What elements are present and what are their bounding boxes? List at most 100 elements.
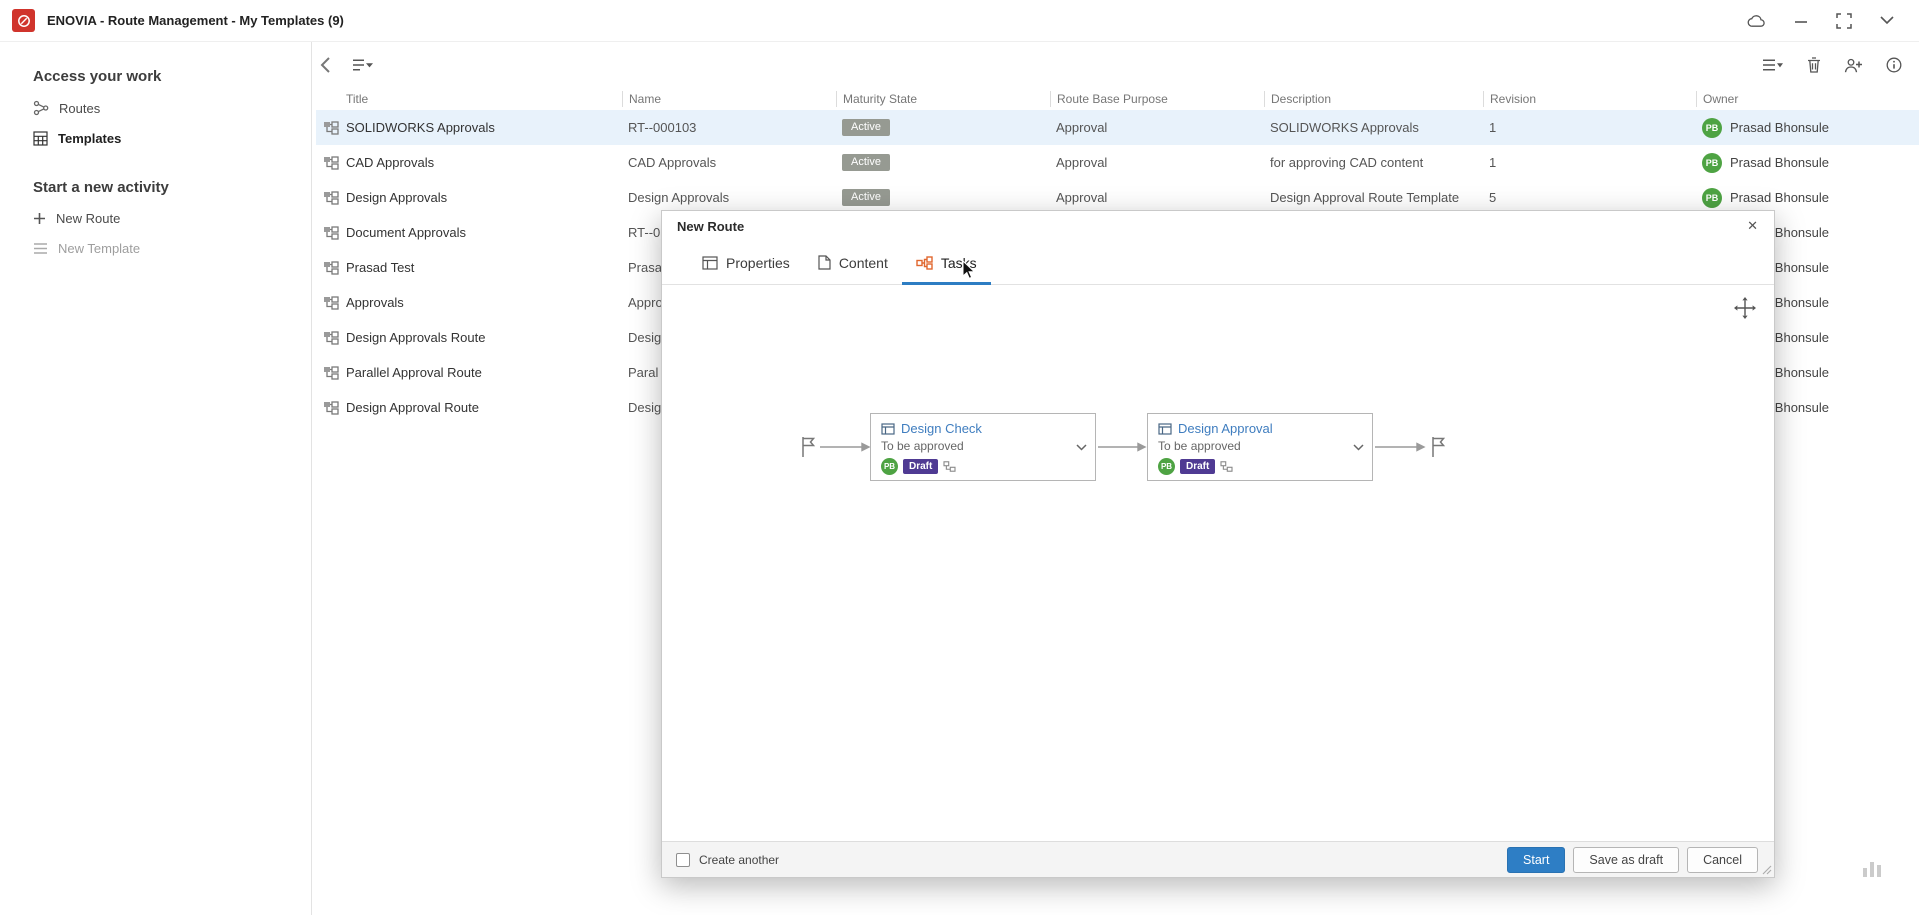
sidebar-item-label: Routes (59, 100, 101, 116)
route-template-icon (323, 120, 339, 135)
sidebar-item-templates[interactable]: Templates (33, 131, 301, 146)
content-area: Title Name Maturity State Route Base Pur… (312, 42, 1919, 915)
trash-icon[interactable] (1807, 57, 1821, 73)
maturity-badge: Active (842, 119, 890, 136)
insights-chart-icon[interactable] (1860, 856, 1886, 880)
task-node-design-check[interactable]: Design Check To be approved PB Draft (870, 413, 1096, 481)
cell-name: RT--0 (628, 225, 661, 240)
assignee-avatar: PB (881, 458, 898, 475)
end-flag-icon (1428, 435, 1448, 459)
owner-avatar: PB (1702, 152, 1722, 173)
workflow-icon (916, 255, 933, 270)
sidebar-item-label: New Route (56, 211, 121, 226)
sidebar-item-new-route[interactable]: New Route (33, 211, 301, 226)
table-header: Title Name Maturity State Route Base Pur… (316, 88, 1919, 110)
plus-icon (33, 212, 46, 225)
chevron-down-icon[interactable] (1067, 414, 1095, 480)
display-options-icon[interactable] (352, 58, 374, 72)
chevron-down-icon[interactable] (1880, 16, 1894, 25)
cell-title: SOLIDWORKS Approvals (316, 120, 622, 135)
cancel-button[interactable]: Cancel (1687, 846, 1758, 873)
close-icon[interactable]: ✕ (1741, 214, 1764, 238)
cell-name: Desig (628, 330, 662, 345)
cell-name: CAD Approvals (628, 155, 717, 170)
document-icon (818, 255, 831, 270)
cell-title: Prasad Test (316, 260, 622, 275)
owner-avatar: PB (1702, 117, 1722, 138)
column-header-title[interactable]: Title (346, 92, 369, 106)
cell-revision: 1 (1489, 155, 1497, 170)
task-title[interactable]: Design Check (901, 421, 982, 436)
cell-name: Prasa (628, 260, 662, 275)
maturity-badge: Draft (1180, 459, 1216, 474)
column-header-name[interactable]: Name (622, 91, 836, 107)
back-icon[interactable] (320, 57, 330, 73)
cell-name: RT--000103 (628, 120, 697, 135)
route-flow-canvas[interactable]: Design Check To be approved PB Draft Des… (662, 285, 1774, 841)
task-title[interactable]: Design Approval (1178, 421, 1273, 436)
column-header-route-base-purpose[interactable]: Route Base Purpose (1050, 91, 1264, 107)
properties-icon (702, 255, 718, 270)
create-another-checkbox[interactable] (676, 852, 690, 867)
owner-avatar: PB (1702, 187, 1722, 208)
task-node-design-approval[interactable]: Design Approval To be approved PB Draft (1147, 413, 1373, 481)
chevron-down-icon[interactable] (1344, 414, 1372, 480)
cell-name: Appro (628, 295, 663, 310)
dialog-title: New Route (677, 218, 745, 234)
tab-content[interactable]: Content (804, 241, 902, 284)
cell-name: Desig (628, 400, 662, 415)
resize-grip-icon[interactable] (1762, 865, 1772, 875)
sidebar-item-label: New Template (58, 241, 141, 256)
column-header-description[interactable]: Description (1264, 91, 1483, 107)
route-template-icon (1220, 461, 1233, 472)
maturity-badge: Active (842, 154, 890, 171)
sidebar-item-routes[interactable]: Routes (33, 100, 301, 116)
cell-title: Design Approval Route (316, 400, 622, 415)
cell-revision: 1 (1489, 120, 1497, 135)
view-options-icon[interactable] (1762, 58, 1784, 72)
sidebar-item-new-template[interactable]: New Template (33, 241, 301, 256)
route-template-icon (323, 190, 339, 205)
new-route-dialog: New Route ✕ Properties Content Tasks (661, 210, 1775, 878)
fullscreen-icon[interactable] (1836, 12, 1852, 29)
create-another-label: Create another (699, 852, 780, 867)
column-header-owner[interactable]: Owner (1696, 91, 1919, 107)
cell-maturity-state: Active (836, 154, 1050, 171)
tab-label: Content (838, 254, 888, 271)
cell-description: SOLIDWORKS Approvals (1270, 120, 1419, 135)
cloud-icon[interactable] (1747, 14, 1766, 28)
sidebar-item-label: Templates (58, 131, 122, 146)
info-icon[interactable] (1886, 57, 1902, 73)
route-template-icon (323, 400, 339, 415)
add-person-icon[interactable] (1844, 58, 1863, 73)
route-template-icon (323, 155, 339, 170)
list-icon (33, 242, 48, 255)
route-template-icon (943, 461, 956, 472)
routes-icon (33, 100, 49, 116)
titlebar: ENOVIA - Route Management - My Templates… (0, 0, 1919, 42)
column-header-maturity-state[interactable]: Maturity State (836, 91, 1050, 107)
minimize-icon[interactable] (1794, 14, 1808, 28)
route-template-icon (323, 365, 339, 380)
start-button[interactable]: Start (1507, 846, 1566, 873)
cell-description: for approving CAD content (1270, 155, 1424, 170)
cell-title: Parallel Approval Route (316, 365, 622, 380)
column-header-revision[interactable]: Revision (1483, 91, 1696, 107)
tab-tasks[interactable]: Tasks (901, 241, 991, 285)
task-type-icon (1158, 422, 1172, 435)
pan-icon[interactable] (1734, 297, 1756, 319)
tab-properties[interactable]: Properties (688, 241, 804, 284)
cell-title: Document Approvals (316, 225, 622, 240)
templates-icon (33, 131, 48, 146)
cell-name: Design Approvals (628, 190, 730, 205)
cell-title: Design Approvals Route (316, 330, 622, 345)
cell-title: CAD Approvals (316, 155, 622, 170)
route-template-icon (323, 295, 339, 310)
save-as-draft-button[interactable]: Save as draft (1573, 846, 1680, 873)
sidebar-work-heading: Access your work (33, 68, 162, 85)
